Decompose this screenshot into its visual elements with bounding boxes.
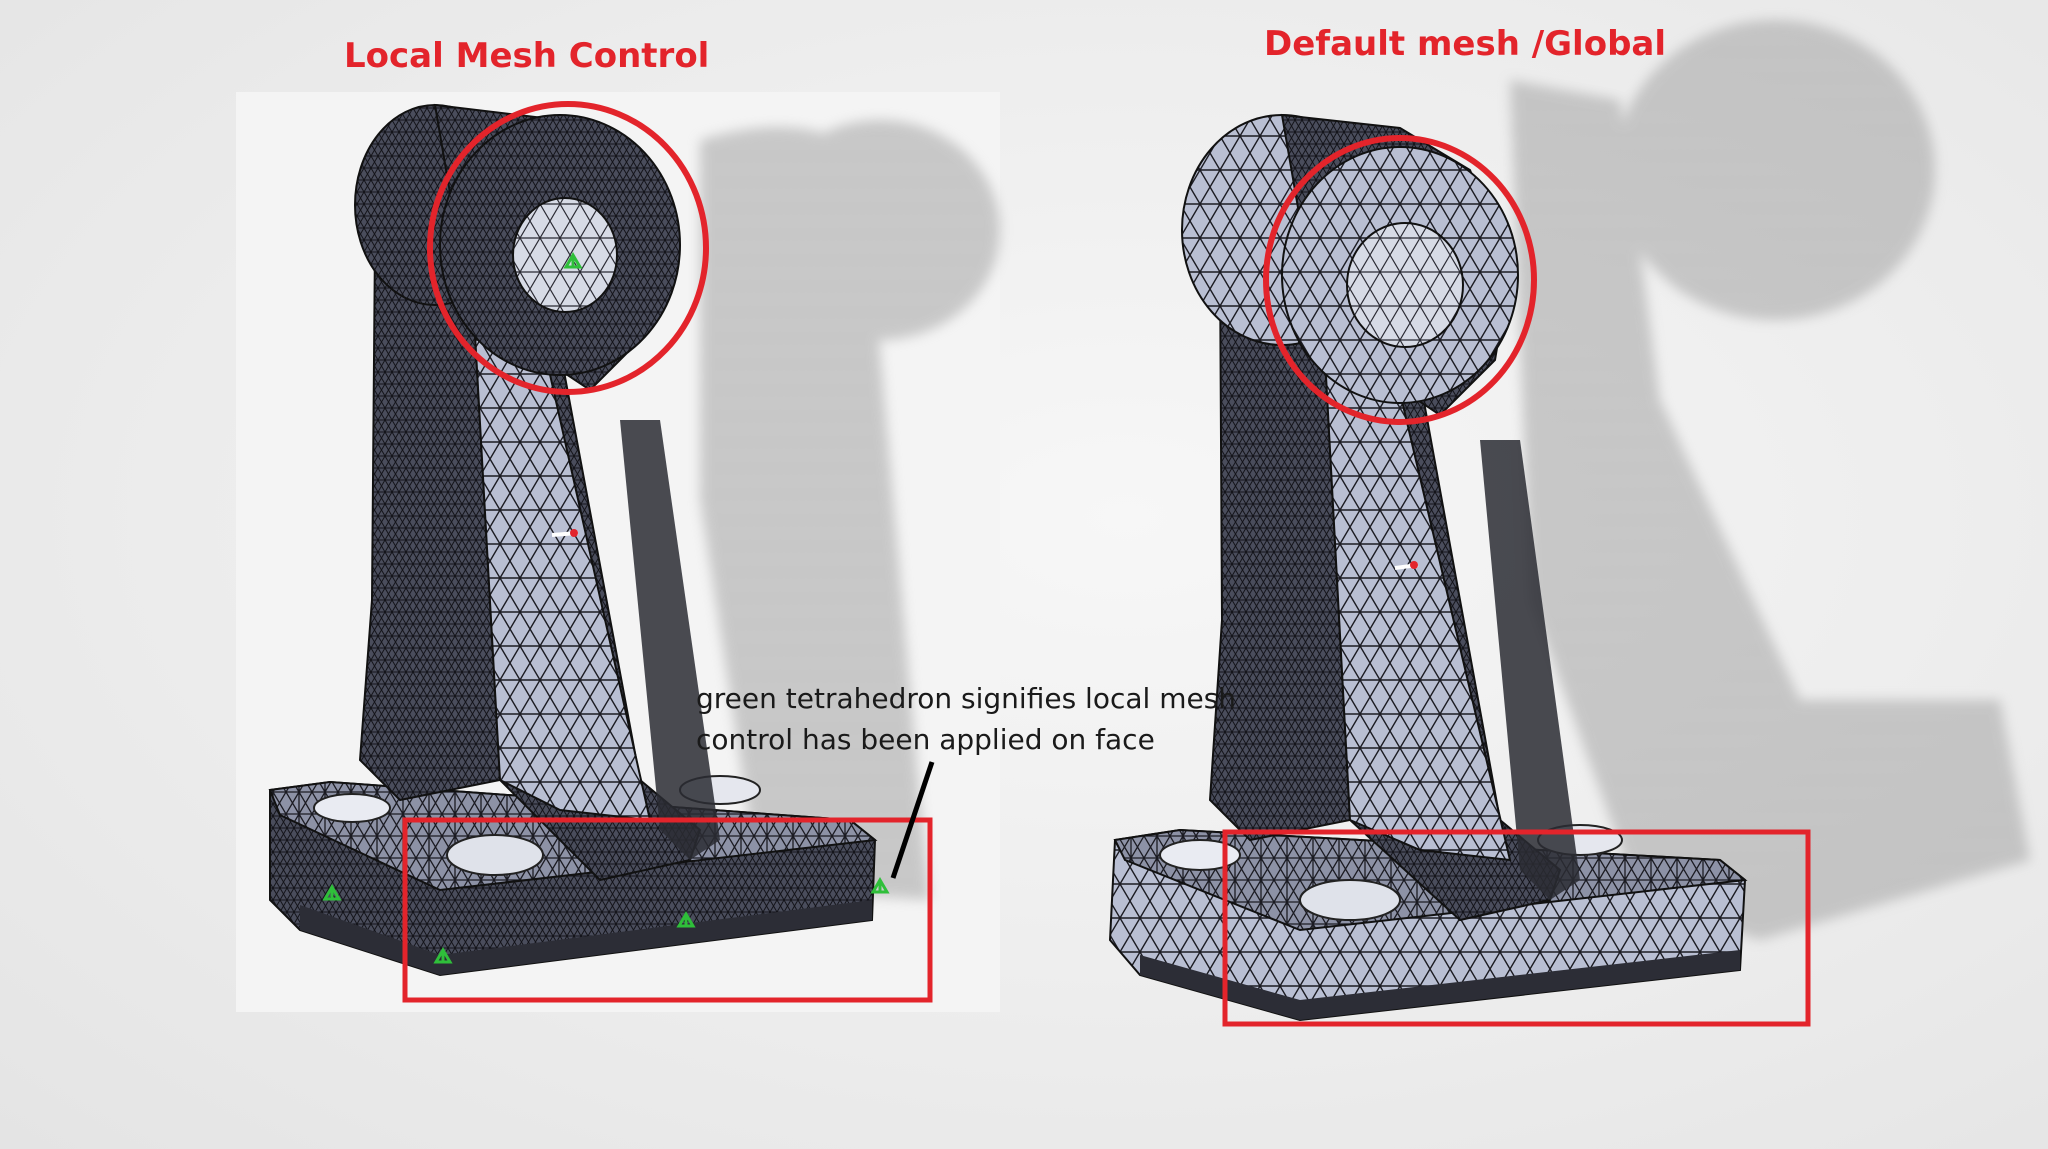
local-model-shadow xyxy=(700,120,1000,901)
local-mesh-markers xyxy=(322,252,890,964)
global-base-highlight-box xyxy=(1222,829,1811,1027)
global-model-base xyxy=(1108,824,1748,1022)
mesh-annotation: green tetrahedron signifies local mesh c… xyxy=(696,678,1236,760)
tetra-marker-icon xyxy=(676,911,696,928)
tetra-marker-icon xyxy=(870,877,890,894)
local-model-head xyxy=(354,103,681,392)
global-load-marker xyxy=(1394,561,1419,570)
tetra-marker-icon xyxy=(563,252,583,269)
tetra-marker-icon xyxy=(322,884,342,901)
global-mesh-title: Default mesh /Global xyxy=(1264,24,1667,64)
tetra-marker-icon xyxy=(433,947,453,964)
local-mesh-title: Local Mesh Control xyxy=(344,36,710,76)
local-base-highlight-box xyxy=(402,817,933,1003)
global-mesh-panel xyxy=(1108,20,2030,1027)
annotation-line-1: green tetrahedron signifies local mesh xyxy=(696,682,1237,715)
local-load-marker xyxy=(551,529,579,537)
global-model-shadow xyxy=(1510,20,2030,940)
local-mesh-panel xyxy=(236,92,1000,1012)
annotation-pointer-line xyxy=(890,761,935,879)
global-head-highlight-circle xyxy=(1263,135,1537,425)
global-model-upright xyxy=(1208,258,1580,922)
global-model-head xyxy=(1181,113,1519,417)
local-head-highlight-circle xyxy=(427,101,709,395)
annotation-line-2: control has been applied on face xyxy=(696,723,1155,756)
